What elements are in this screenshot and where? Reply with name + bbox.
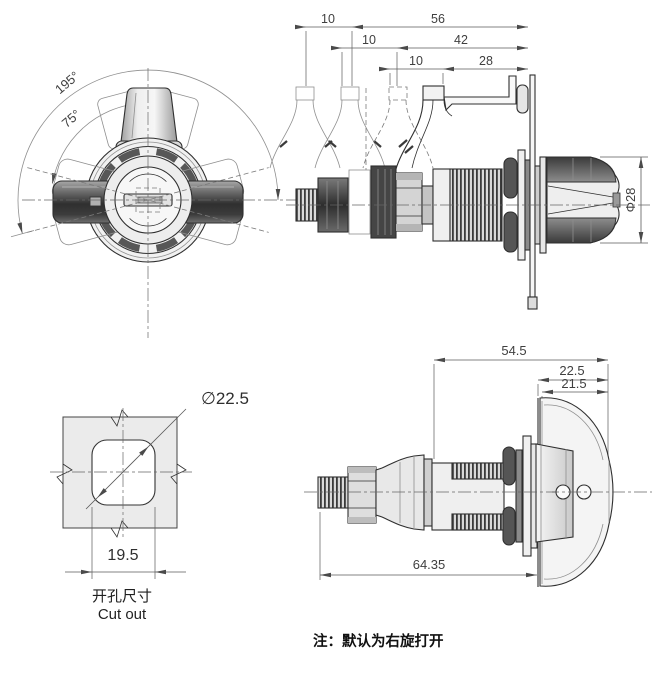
- flat-washer-2: [522, 435, 532, 557]
- hex-nut-2: [347, 466, 377, 524]
- thread-bottom: [451, 513, 505, 531]
- wing-flange: [535, 443, 592, 543]
- dim-545-label: 54.5: [501, 343, 526, 358]
- pawl-pad: [516, 84, 529, 114]
- wave-washer-bottom: [503, 211, 518, 253]
- washer-stack: [370, 165, 397, 239]
- cutout-centerlines: [50, 408, 192, 538]
- front-view: 195° 75°: [10, 68, 300, 338]
- front-centerlines: [22, 68, 300, 338]
- pawl-arm: [395, 75, 529, 170]
- dim-10b-label: 10: [362, 33, 376, 47]
- bottom-body: [317, 435, 538, 557]
- ghost-nut: [348, 169, 371, 235]
- hex-nut: [395, 172, 423, 232]
- stud-thread-2: [317, 476, 349, 509]
- bottom-dimensions: 54.5 22.5 21.5 64.35: [319, 343, 609, 580]
- cutout-view: ∅22.5 19.5 开孔尺寸 Cut out: [50, 389, 249, 623]
- wave-washer-bottom-2: [502, 506, 516, 546]
- cutout-caption-en: Cut out: [98, 606, 147, 623]
- dim-56-label: 56: [431, 12, 445, 26]
- wave-washer-top-2: [502, 446, 516, 486]
- inner-angle-label: 75°: [59, 106, 84, 130]
- dim-dia28-label: Φ28: [623, 188, 638, 213]
- bottom-side-view: 54.5 22.5 21.5 64.35: [304, 343, 652, 587]
- note-text: 注：默认为右旋打开: [313, 632, 444, 650]
- top-side-view: 10 56 10 42 10 28: [269, 12, 650, 310]
- dim-42-label: 42: [454, 33, 468, 47]
- pawl-ghosts: [269, 86, 434, 170]
- dim-215-label: 21.5: [561, 376, 586, 391]
- dim-28-label: 28: [479, 54, 493, 68]
- dim-dia22-label: ∅22.5: [201, 389, 249, 408]
- cutout-dia-dimension: ∅22.5: [85, 389, 249, 510]
- cutout-width-dimension: 19.5: [65, 507, 186, 579]
- dim-195-label: 19.5: [107, 547, 138, 564]
- cutout-caption-cn: 开孔尺寸: [92, 588, 152, 605]
- thin-washer-2: [515, 449, 523, 543]
- side-notch: [89, 196, 102, 207]
- dia28-dimension: Φ28: [600, 156, 648, 244]
- dim-10a-label: 10: [321, 12, 335, 26]
- wave-washer-top: [503, 157, 518, 199]
- washer-2: [423, 458, 433, 527]
- dim-225-label: 22.5: [559, 363, 584, 378]
- thread-top: [451, 462, 505, 480]
- dim-6435-label: 64.35: [413, 557, 446, 572]
- grip-dimensions: 10 56 10 42 10 28: [295, 12, 528, 86]
- dim-10c-label: 10: [409, 54, 423, 68]
- outer-angle-label: 195°: [52, 68, 82, 97]
